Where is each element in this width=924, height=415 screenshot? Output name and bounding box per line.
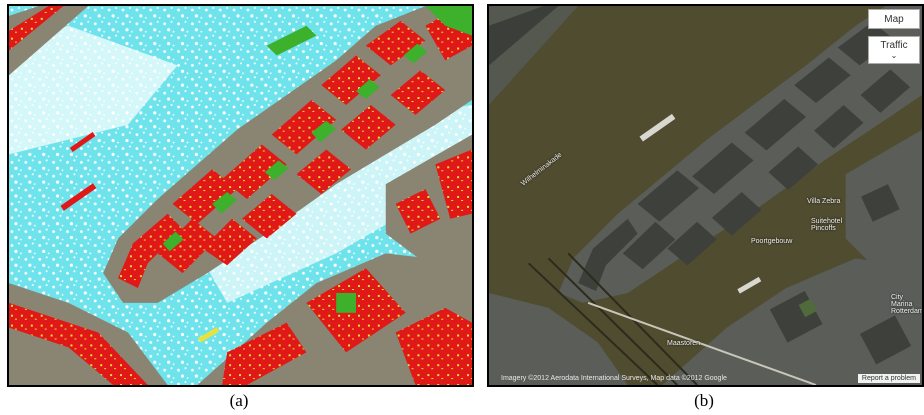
satellite-buildings bbox=[578, 21, 911, 291]
place-label-villa-zebra: Villa Zebra bbox=[807, 198, 841, 205]
satellite-image bbox=[489, 6, 922, 385]
chevron-down-icon: ⌄ bbox=[890, 51, 898, 60]
caption-b: (b) bbox=[694, 391, 714, 410]
bridge-deck bbox=[587, 301, 817, 385]
building-blocks bbox=[118, 6, 472, 289]
caption-a: (a) bbox=[229, 391, 249, 410]
classified-map-panel bbox=[7, 4, 474, 387]
traffic-button-label: Traffic bbox=[880, 40, 908, 51]
satellite-map-panel[interactable]: Wilhelminakade Villa Zebra Suitehotel Pi… bbox=[487, 4, 924, 387]
vegetation-areas bbox=[162, 6, 472, 252]
map-type-button[interactable]: Map bbox=[868, 9, 920, 29]
map-button-label: Map bbox=[884, 14, 904, 25]
map-attribution: Imagery ©2012 Aerodata International Sur… bbox=[501, 375, 727, 382]
place-label-city-marina: City Marina Rotterdam bbox=[891, 294, 924, 315]
report-problem-link[interactable]: Report a problem bbox=[857, 374, 920, 383]
traffic-layer-button[interactable]: Traffic ⌄ bbox=[868, 36, 920, 64]
classified-map-image bbox=[9, 6, 472, 385]
place-label-suitehotel: Suitehotel Pincoffs bbox=[811, 218, 843, 232]
place-label-maastoren: Maastoren bbox=[667, 340, 701, 347]
place-label-poortgebouw: Poortgebouw bbox=[751, 238, 793, 245]
